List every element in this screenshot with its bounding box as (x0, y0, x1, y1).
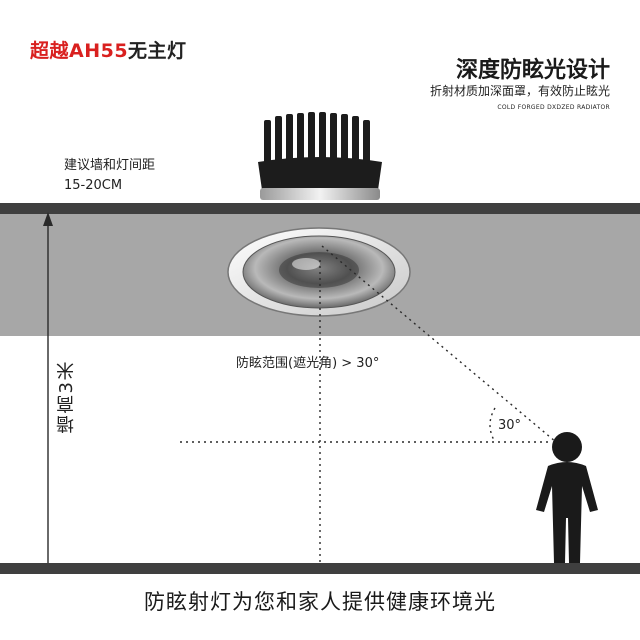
angle-value-label: 30° (498, 418, 522, 433)
angle-arc (489, 407, 496, 443)
downlight-heatsink-icon (258, 112, 382, 200)
downlight-reflector-icon (227, 227, 411, 317)
floor-line (0, 563, 640, 574)
person-icon (536, 432, 598, 563)
glare-angle-line (321, 245, 557, 443)
spacing-label-text: 建议墙和灯间距 (64, 158, 156, 173)
main-title: 深度防眩光设计 (455, 58, 610, 83)
brand-red-text: 超越AH55 (30, 40, 129, 62)
spacing-label: 建议墙和灯间距 15-20CM (64, 156, 155, 196)
product-brand: 超越AH55无主灯 (30, 36, 187, 63)
sub-title: 折射材质加深面罩，有效防止眩光 (429, 84, 610, 98)
anti-glare-range-label: 防眩范围(遮光角) > 30° (236, 356, 380, 371)
brand-dark-text: 无主灯 (128, 40, 187, 62)
wall-height-label: 墙高3米 (56, 360, 77, 434)
ceiling-line (0, 203, 640, 214)
footer-slogan: 防眩射灯为您和家人提供健康环境光 (144, 590, 496, 614)
spacing-label-value: 15-20CM (64, 178, 123, 193)
arrow-up-icon (43, 212, 53, 563)
english-caption: COLD FORGED DXDZED RADIATOR (497, 104, 610, 111)
